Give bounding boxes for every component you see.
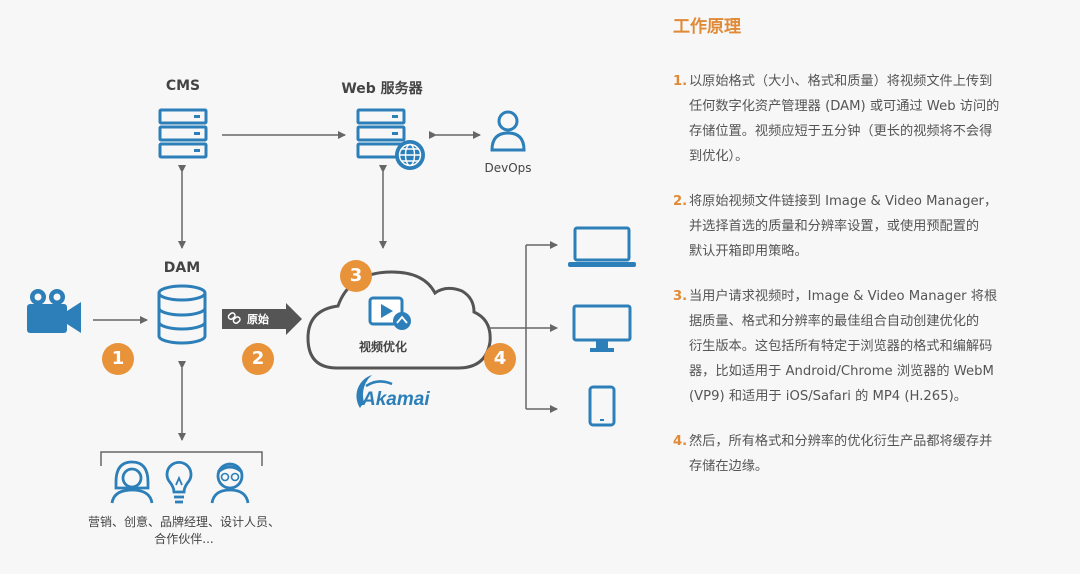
how-it-works-panel: 工作原理 1. 以原始格式（大小、格式和质量）将视频文件上传到 任何数字化资产管…: [673, 12, 1068, 499]
step-number: 1.: [673, 74, 688, 89]
video-play-icon: [368, 296, 411, 330]
step-item-3: 3. 当用户请求视频时，Image & Video Manager 将根 据质量…: [673, 284, 1068, 409]
step-line: 将原始视频文件链接到 Image & Video Manager，: [689, 194, 998, 209]
step-number: 2.: [673, 194, 688, 209]
original-link-arrow: [222, 303, 302, 335]
monitor-icon: [572, 304, 632, 352]
step-item-4: 4. 然后，所有格式和分辨率的优化衍生产品都将缓存并 存储在边缘。: [673, 429, 1068, 479]
cms-server-icon: [158, 108, 208, 159]
dam-label: DAM: [163, 260, 201, 276]
output-distribution-arrows: [489, 241, 558, 413]
step-line: 据质量、格式和分辨率的最佳组合自动创建优化的: [689, 314, 980, 329]
step-line: 存储在边缘。: [689, 459, 769, 474]
workflow-diagram: Akamai: [27, 108, 636, 504]
step-badge-1: 1: [102, 343, 134, 375]
step-line: 当用户请求视频时，Image & Video Manager 将根: [689, 289, 998, 304]
step-line: 器，比如适用于 Android/Chrome 浏览器的 WebM: [689, 364, 994, 379]
step-line: (VP9) 和适用于 iOS/Safari 的 MP4 (H.265)。: [689, 389, 967, 404]
step-line: 默认开箱即用策略。: [689, 244, 808, 259]
step-badge-3: 3: [340, 260, 372, 292]
users-bracket: [100, 451, 263, 466]
step-line: 到优化）。: [689, 149, 749, 164]
step-badge-4: 4: [484, 343, 516, 375]
step-item-2: 2. 将原始视频文件链接到 Image & Video Manager， 并选择…: [673, 189, 1068, 264]
step-line: 存储位置。视频应短于五分钟（更长的视频将不会得: [689, 124, 993, 139]
devops-label: DevOps: [484, 161, 532, 175]
step-number: 3.: [673, 289, 688, 304]
cms-label: CMS: [165, 78, 201, 94]
male-user-glasses-icon: [210, 462, 250, 504]
users-label-line2: 合作伙伴...: [154, 532, 214, 546]
panel-title: 工作原理: [673, 17, 741, 37]
step-item-1: 1. 以原始格式（大小、格式和质量）将视频文件上传到 任何数字化资产管理器 (D…: [673, 69, 1068, 169]
mobile-icon: [588, 385, 616, 427]
devops-person-icon: [490, 110, 526, 152]
step-line: 衍生版本。这包括所有特定于浏览器的格式和编解码: [689, 339, 993, 354]
dam-database-icon: [157, 284, 207, 345]
lightbulb-icon: [165, 460, 193, 504]
female-user-icon: [110, 460, 154, 504]
step-line: 并选择首选的质量和分辨率设置，或使用预配置的: [689, 219, 980, 234]
step-badge-2: 2: [242, 343, 274, 375]
original-tag-label: 原始: [247, 313, 269, 326]
step-line: 任何数字化资产管理器 (DAM) 或可通过 Web 访问的: [689, 99, 1000, 114]
step-line: 然后，所有格式和分辨率的优化衍生产品都将缓存并: [689, 434, 993, 449]
step-line: 以原始格式（大小、格式和质量）将视频文件上传到: [689, 74, 993, 89]
video-optimization-label: 视频优化: [358, 340, 407, 354]
users-label-line1: 营销、创意、品牌经理、设计人员、: [87, 515, 280, 529]
step-number: 4.: [673, 434, 688, 449]
svg-text:Akamai: Akamai: [361, 389, 430, 410]
globe-icon: [395, 140, 425, 170]
akamai-logo: Akamai: [356, 375, 430, 410]
web-server-label: Web 服务器: [341, 81, 423, 97]
laptop-icon: [568, 226, 636, 267]
link-icon: [227, 312, 241, 324]
